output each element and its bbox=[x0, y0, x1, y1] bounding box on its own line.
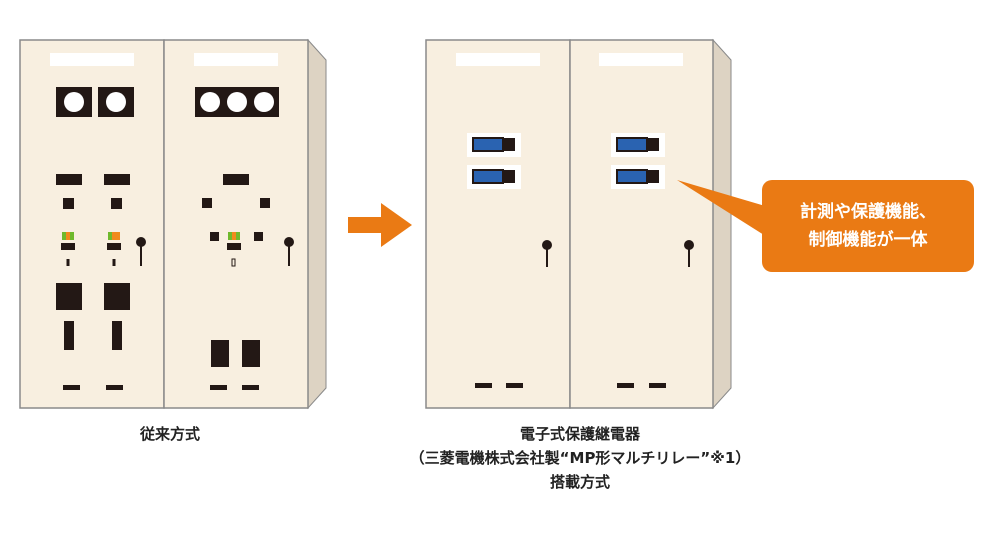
electronic-caption-line-1: 電子式保護継電器 bbox=[519, 425, 640, 443]
callout-line-1: 計測や保護機能、 bbox=[800, 202, 936, 222]
cabinet-door-1 bbox=[425, 39, 571, 409]
cabinet-side-right bbox=[712, 38, 732, 410]
transition-arrow bbox=[348, 203, 412, 247]
relay bbox=[104, 174, 130, 185]
electronic-caption: 電子式保護継電器 （三菱電機株式会社製“MP形マルチリレー”※1） 搭載方式 bbox=[360, 422, 800, 494]
vent-slot bbox=[649, 383, 666, 388]
door-handle-icon bbox=[284, 237, 294, 266]
conventional-caption-text: 従来方式 bbox=[139, 425, 200, 443]
breaker-block bbox=[211, 340, 229, 367]
nameplate bbox=[599, 53, 683, 66]
vent-slot bbox=[475, 383, 492, 388]
vent-slot bbox=[617, 383, 634, 388]
meter-dial bbox=[254, 92, 274, 112]
callout-line-2: 制御機能が一体 bbox=[808, 230, 928, 250]
vent-slot bbox=[506, 383, 523, 388]
breaker-handle bbox=[112, 321, 122, 350]
relay bbox=[56, 174, 82, 185]
meter-dial bbox=[227, 92, 247, 112]
switch bbox=[254, 232, 263, 241]
switch bbox=[260, 198, 270, 208]
electronic-cabinet bbox=[425, 38, 732, 410]
indicator-lamps bbox=[61, 232, 121, 266]
meter-dial bbox=[106, 92, 126, 112]
feature-callout: 計測や保護機能、 制御機能が一体 bbox=[762, 180, 974, 272]
door-handle-icon bbox=[684, 240, 694, 267]
door-handle-icon bbox=[542, 240, 552, 267]
breaker-block bbox=[104, 283, 130, 310]
switch bbox=[210, 232, 219, 241]
meter-dial bbox=[64, 92, 84, 112]
relay bbox=[223, 174, 249, 185]
electronic-caption-line-2: （三菱電機株式会社製“MP形マルチリレー”※1） bbox=[409, 449, 751, 467]
vent-slot bbox=[242, 385, 259, 390]
callout-pointer bbox=[677, 180, 772, 240]
vent-slot bbox=[63, 385, 80, 390]
nameplate bbox=[50, 53, 134, 66]
multi-relay-unit bbox=[611, 133, 665, 189]
vent-slot bbox=[210, 385, 227, 390]
breaker-block bbox=[56, 283, 82, 310]
breaker-block bbox=[242, 340, 260, 367]
multi-relay-unit bbox=[467, 133, 521, 189]
nameplate bbox=[194, 53, 278, 66]
conventional-caption: 従来方式 bbox=[60, 422, 280, 446]
switch bbox=[111, 198, 122, 209]
cabinet-door-2 bbox=[569, 39, 714, 409]
conventional-cabinet bbox=[19, 38, 327, 410]
indicator-lamps bbox=[227, 232, 241, 267]
meter-dial bbox=[200, 92, 220, 112]
door-handle-icon bbox=[136, 237, 146, 266]
breaker-handle bbox=[64, 321, 74, 350]
switch bbox=[202, 198, 212, 208]
switch bbox=[63, 198, 74, 209]
vent-slot bbox=[106, 385, 123, 390]
electronic-caption-line-3: 搭載方式 bbox=[549, 473, 610, 491]
nameplate bbox=[456, 53, 540, 66]
cabinet-side-left bbox=[307, 38, 327, 410]
